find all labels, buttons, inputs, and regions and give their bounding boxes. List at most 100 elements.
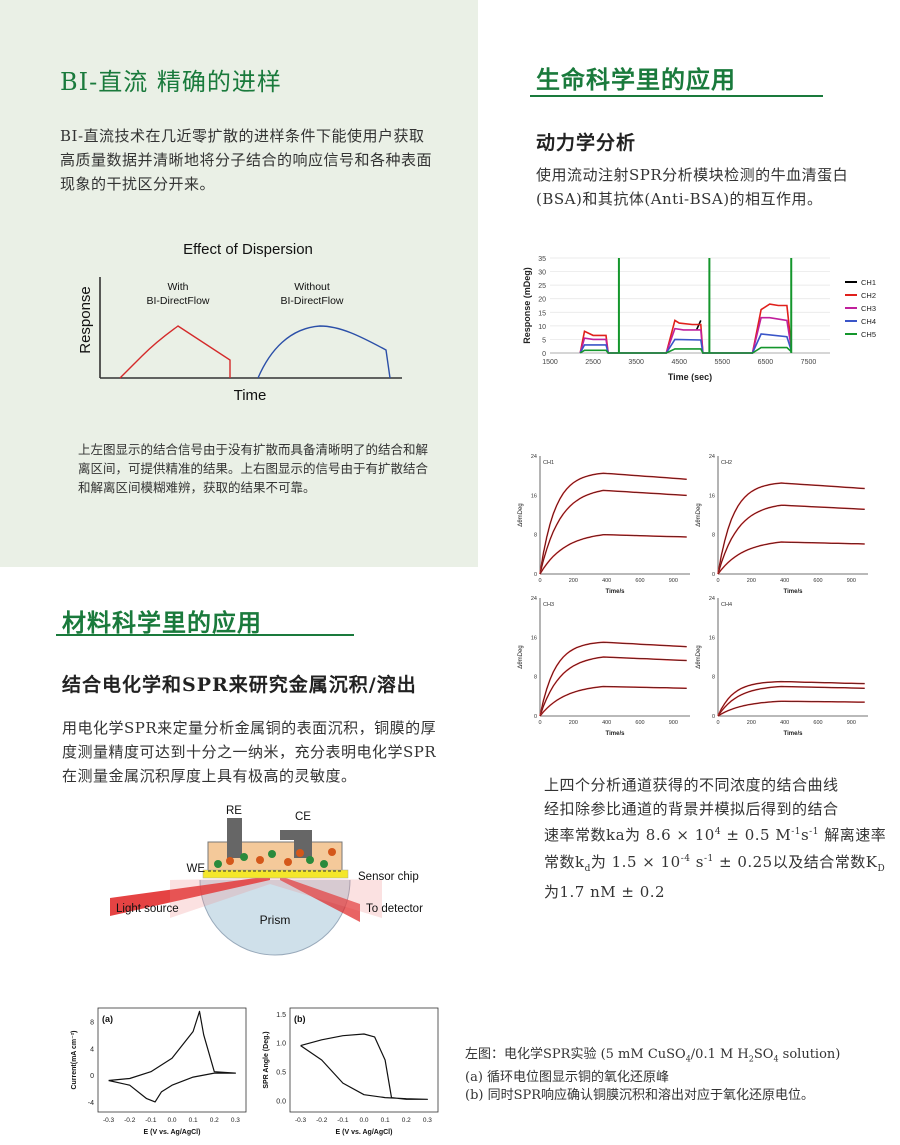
kinetics-caption: 上四个分析通道获得的不同浓度的结合曲线 经扣除参比通道的背景并模拟后得到的结合 … [544,774,894,905]
panel-x-tick-label: 200 [747,720,756,726]
ec-spr-caption-line-2: (a) 循环电位图显示铜的氧化还原峰 [465,1069,670,1085]
binding-curve-fit [717,504,865,575]
ka-unit-exponent-1: -1 [791,827,801,837]
directflow-paragraph: BI-直流技术在几近零扩散的进样条件下能使用户获取高质量数据并清晰地将分子结合的… [60,127,433,193]
binding-curve-fit [539,534,687,575]
panel-y-tick-label: 8 [534,675,537,681]
caption-so-text: SO [753,1047,774,1062]
ec-spr-diagram: RE CE WE Sensor chip Light source To det… [110,805,423,956]
x-axis-label: E (V vs. Ag/AgCl) [336,1129,393,1136]
kinetics-caption-line-4: 常数kd为 1.5 × 10-4 s-1 ± 0.25以及结合常数KD [544,848,894,882]
panel-x-tick-label: 900 [847,578,856,584]
legend-label-ch2: CH2 [861,291,876,300]
ion-green [268,850,276,858]
panel-y-tick-label: 0 [712,714,715,720]
kd-subscript: d [584,863,591,874]
panel-y-tick-label: 24 [531,596,537,602]
binding-curve-data [539,533,687,575]
y-tick-label: 1.5 [276,1012,286,1019]
panel-x-tick-label: 900 [669,578,678,584]
ion-orange [226,857,234,865]
with-directflow-curve [119,325,231,379]
binding-curve-fit [717,482,865,575]
ce-electrode-arm [280,830,295,840]
panel-y-tick-label: 8 [712,675,715,681]
h2-subscript: 2 [748,1054,754,1064]
binding-curve-data [539,685,687,717]
legend-label-ch5: CH5 [861,330,876,339]
ec-spr-caption: 左图：电化学SPR实验 (5 mM CuSO4/0.1 M H2SO4 solu… [465,1046,895,1105]
panel-x-tick-label: 600 [635,720,644,726]
detector-beam [280,876,360,922]
sensor-chip-layer [202,869,349,879]
data-curve [108,1010,236,1103]
series-line-ch5 [579,346,792,354]
panel-x-tick-label: 0 [538,578,541,584]
panel-x-tick-label: 0 [716,720,719,726]
panel-x-tick-label: 400 [780,578,789,584]
y-tick-label: 35 [538,256,546,263]
prism-label: Prism [260,913,291,927]
y-tick-label: 0.0 [276,1098,286,1105]
panel-x-axis-label: Time/s [784,589,804,595]
kd-unit-exponent: -1 [703,853,714,864]
binding-curve-fit [539,656,687,717]
binding-curve-fit [717,686,865,717]
kd-text: 常数k [544,852,585,871]
y-tick-label: 15 [538,310,546,317]
panel-y-tick-label: 24 [709,454,715,460]
kd-label: 解离速率 [818,826,887,844]
y-tick-label: 1.0 [276,1041,286,1048]
ka-text: 速率常数ka为 8.6 × 10 [544,826,715,844]
panel-x-axis-label: Time/s [784,731,804,737]
panel-y-tick-label: 0 [534,714,537,720]
x-tick-label: -0.3 [103,1117,115,1124]
panel-x-tick-label: 400 [602,578,611,584]
panel-x-tick-label: 600 [813,720,822,726]
x-tick-label: 0.1 [381,1117,390,1124]
y-tick-label: 0 [90,1073,94,1080]
x-tick-label: 6500 [758,359,774,366]
caption-solution-word: solution) [778,1047,841,1062]
ka-unit-s: s [800,826,810,844]
binding-curve-data [539,641,687,717]
panel-y-tick-label: 0 [534,572,537,578]
x-tick-label: 1500 [542,359,558,366]
panel-label: (b) [294,1014,306,1024]
panel-y-tick-label: 8 [534,533,537,539]
x-tick-label: 7500 [801,359,817,366]
time-axis-label: Time [234,387,267,404]
binding-curve-data [717,504,865,575]
kinetics-paragraph: 使用流动注射SPR分析模块检测的牛血清蛋白(BSA)和其抗体(Anti-BSA)… [536,166,849,208]
panel-y-tick-label: 16 [709,493,715,499]
ce-label: CE [295,811,311,823]
x-tick-label: -0.2 [316,1117,328,1124]
panel-channel-label: CH2 [721,460,732,466]
panel-x-tick-label: 0 [538,720,541,726]
ion-green [320,860,328,868]
x-tick-label: 0.3 [231,1117,240,1124]
without-directflow-curve [257,325,391,379]
binding-curve-data [717,482,865,575]
re-label: RE [226,805,242,817]
x-tick-label: -0.3 [295,1117,307,1124]
y-tick-label: 4 [90,1046,94,1053]
legend-label-ch3: CH3 [861,304,876,313]
panel-channel-label: CH1 [543,460,554,466]
label-with: With [168,281,189,293]
kinetics-caption-line-3: 速率常数ka为 8.6 × 104 ± 0.5 M-1s-1 解离速率 [544,821,894,848]
dispersion-figure: Effect of Dispersion With BI-DirectFlow … [77,241,402,404]
x-tick-label: 5500 [715,359,731,366]
x-tick-label: 0.0 [167,1117,176,1124]
y-tick-label: 5 [542,337,546,344]
panel-x-tick-label: 200 [569,578,578,584]
panel-y-tick-label: 16 [709,635,715,641]
x-tick-label: 0.1 [189,1117,198,1124]
panel-y-tick-label: 16 [531,635,537,641]
x-tick-label: -0.1 [337,1117,349,1124]
panel-x-tick-label: 400 [602,720,611,726]
binding-curve-data [539,472,687,575]
y-tick-label: 10 [538,324,546,331]
caption-solution-text: 左图：电化学SPR实验 (5 mM CuSO [465,1047,686,1062]
panel-x-tick-label: 600 [813,578,822,584]
